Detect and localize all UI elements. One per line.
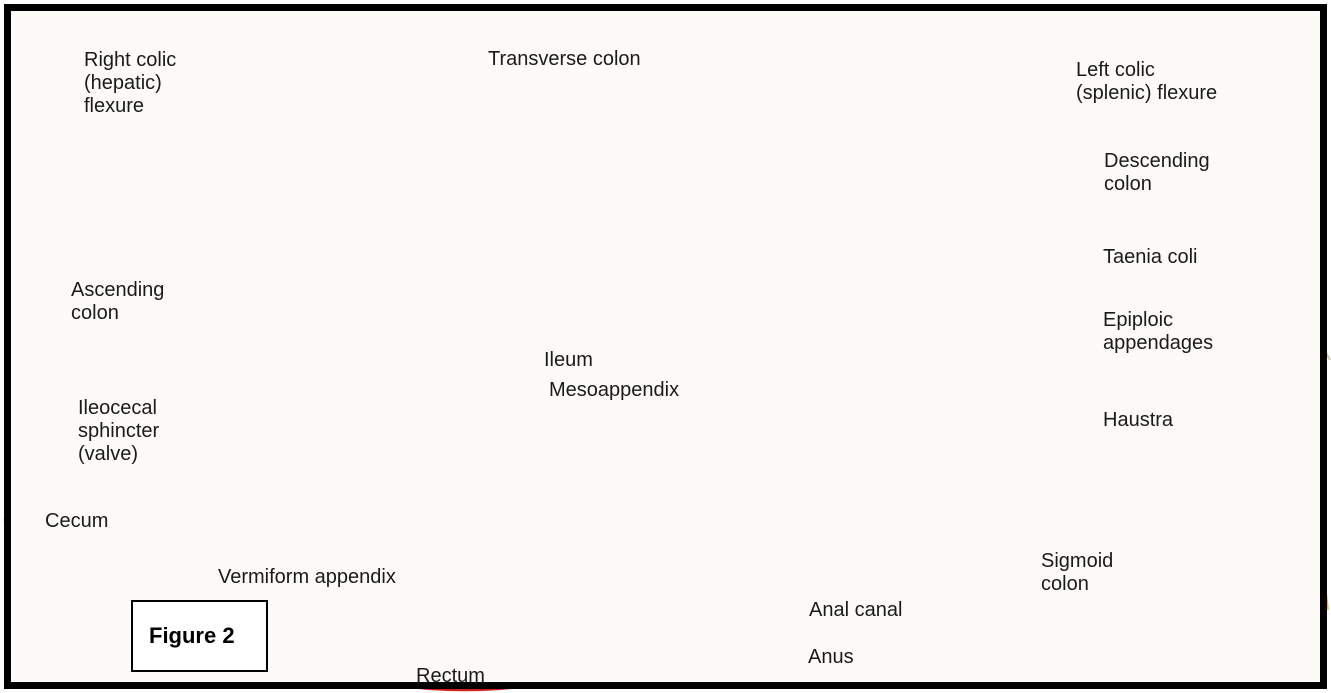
label-ileum: Ileum (544, 349, 593, 372)
label-rectum: Rectum (416, 665, 485, 688)
label-left-colic-flexure: Left colic (splenic) flexure (1076, 59, 1217, 105)
label-cecum: Cecum (45, 510, 108, 533)
label-taenia-coli: Taenia coli (1103, 246, 1198, 269)
label-mesoappendix: Mesoappendix (549, 379, 679, 402)
label-haustra: Haustra (1103, 409, 1173, 432)
label-anal-canal: Anal canal (809, 599, 902, 622)
label-sigmoid-colon: Sigmoid colon (1041, 550, 1113, 596)
label-epiploic-appendages: Epiploic appendages (1103, 309, 1213, 355)
label-ileocecal-sphincter: Ileocecal sphincter (valve) (78, 397, 159, 466)
figure-label-box: Figure 2 (131, 600, 268, 672)
label-descending-colon: Descending colon (1104, 150, 1210, 196)
label-right-colic-flexure: Right colic (hepatic) flexure (84, 49, 176, 118)
label-anus: Anus (808, 646, 854, 669)
figure-label: Figure 2 (149, 623, 235, 649)
label-vermiform-appendix: Vermiform appendix (218, 566, 396, 589)
label-transverse-colon: Transverse colon (488, 48, 641, 71)
label-ascending-colon: Ascending colon (71, 279, 164, 325)
